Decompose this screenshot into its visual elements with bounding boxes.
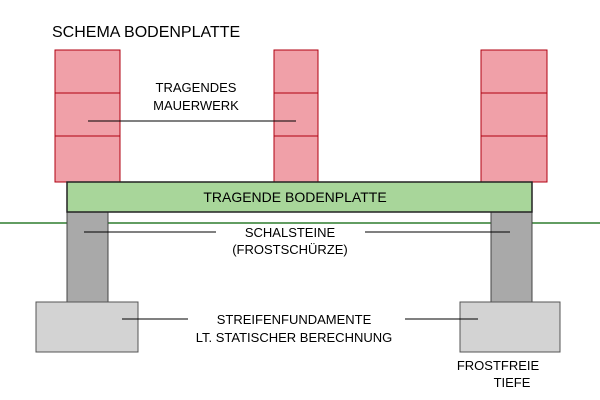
- brick: [273, 49, 319, 94]
- label-footing-line1: STREIFENFUNDAMENTE: [217, 312, 372, 327]
- brick: [54, 92, 121, 137]
- label-footing-line2: LT. STATISCHER BERECHNUNG: [196, 330, 392, 345]
- label-masonry-line1: TRAGENDES: [156, 80, 237, 95]
- label-formwork-line1: SCHALSTEINE: [245, 225, 336, 240]
- frost-skirt-left: [66, 211, 109, 303]
- strip-footing-right: [459, 301, 561, 353]
- diagram-title: SCHEMA BODENPLATTE: [52, 24, 240, 41]
- masonry-column-right: [480, 49, 548, 183]
- label-frost-line2: TIEFE: [494, 375, 531, 390]
- strip-footing-left: [35, 301, 139, 353]
- frost-skirt-right: [490, 211, 533, 303]
- brick: [480, 135, 548, 183]
- brick: [480, 92, 548, 137]
- label-slab: TRAGENDE BODENPLATTE: [203, 189, 386, 205]
- brick: [273, 92, 319, 137]
- brick: [273, 135, 319, 183]
- masonry-column-left: [54, 49, 121, 183]
- label-masonry-line2: MAUERWERK: [153, 98, 239, 113]
- label-formwork-line2: (FROSTSCHÜRZE): [232, 242, 348, 257]
- label-frost-line1: FROSTFREIE: [457, 358, 540, 373]
- masonry-column-middle: [273, 49, 319, 183]
- floor-slab: [66, 181, 533, 213]
- brick: [54, 49, 121, 94]
- brick: [480, 49, 548, 94]
- brick: [54, 135, 121, 183]
